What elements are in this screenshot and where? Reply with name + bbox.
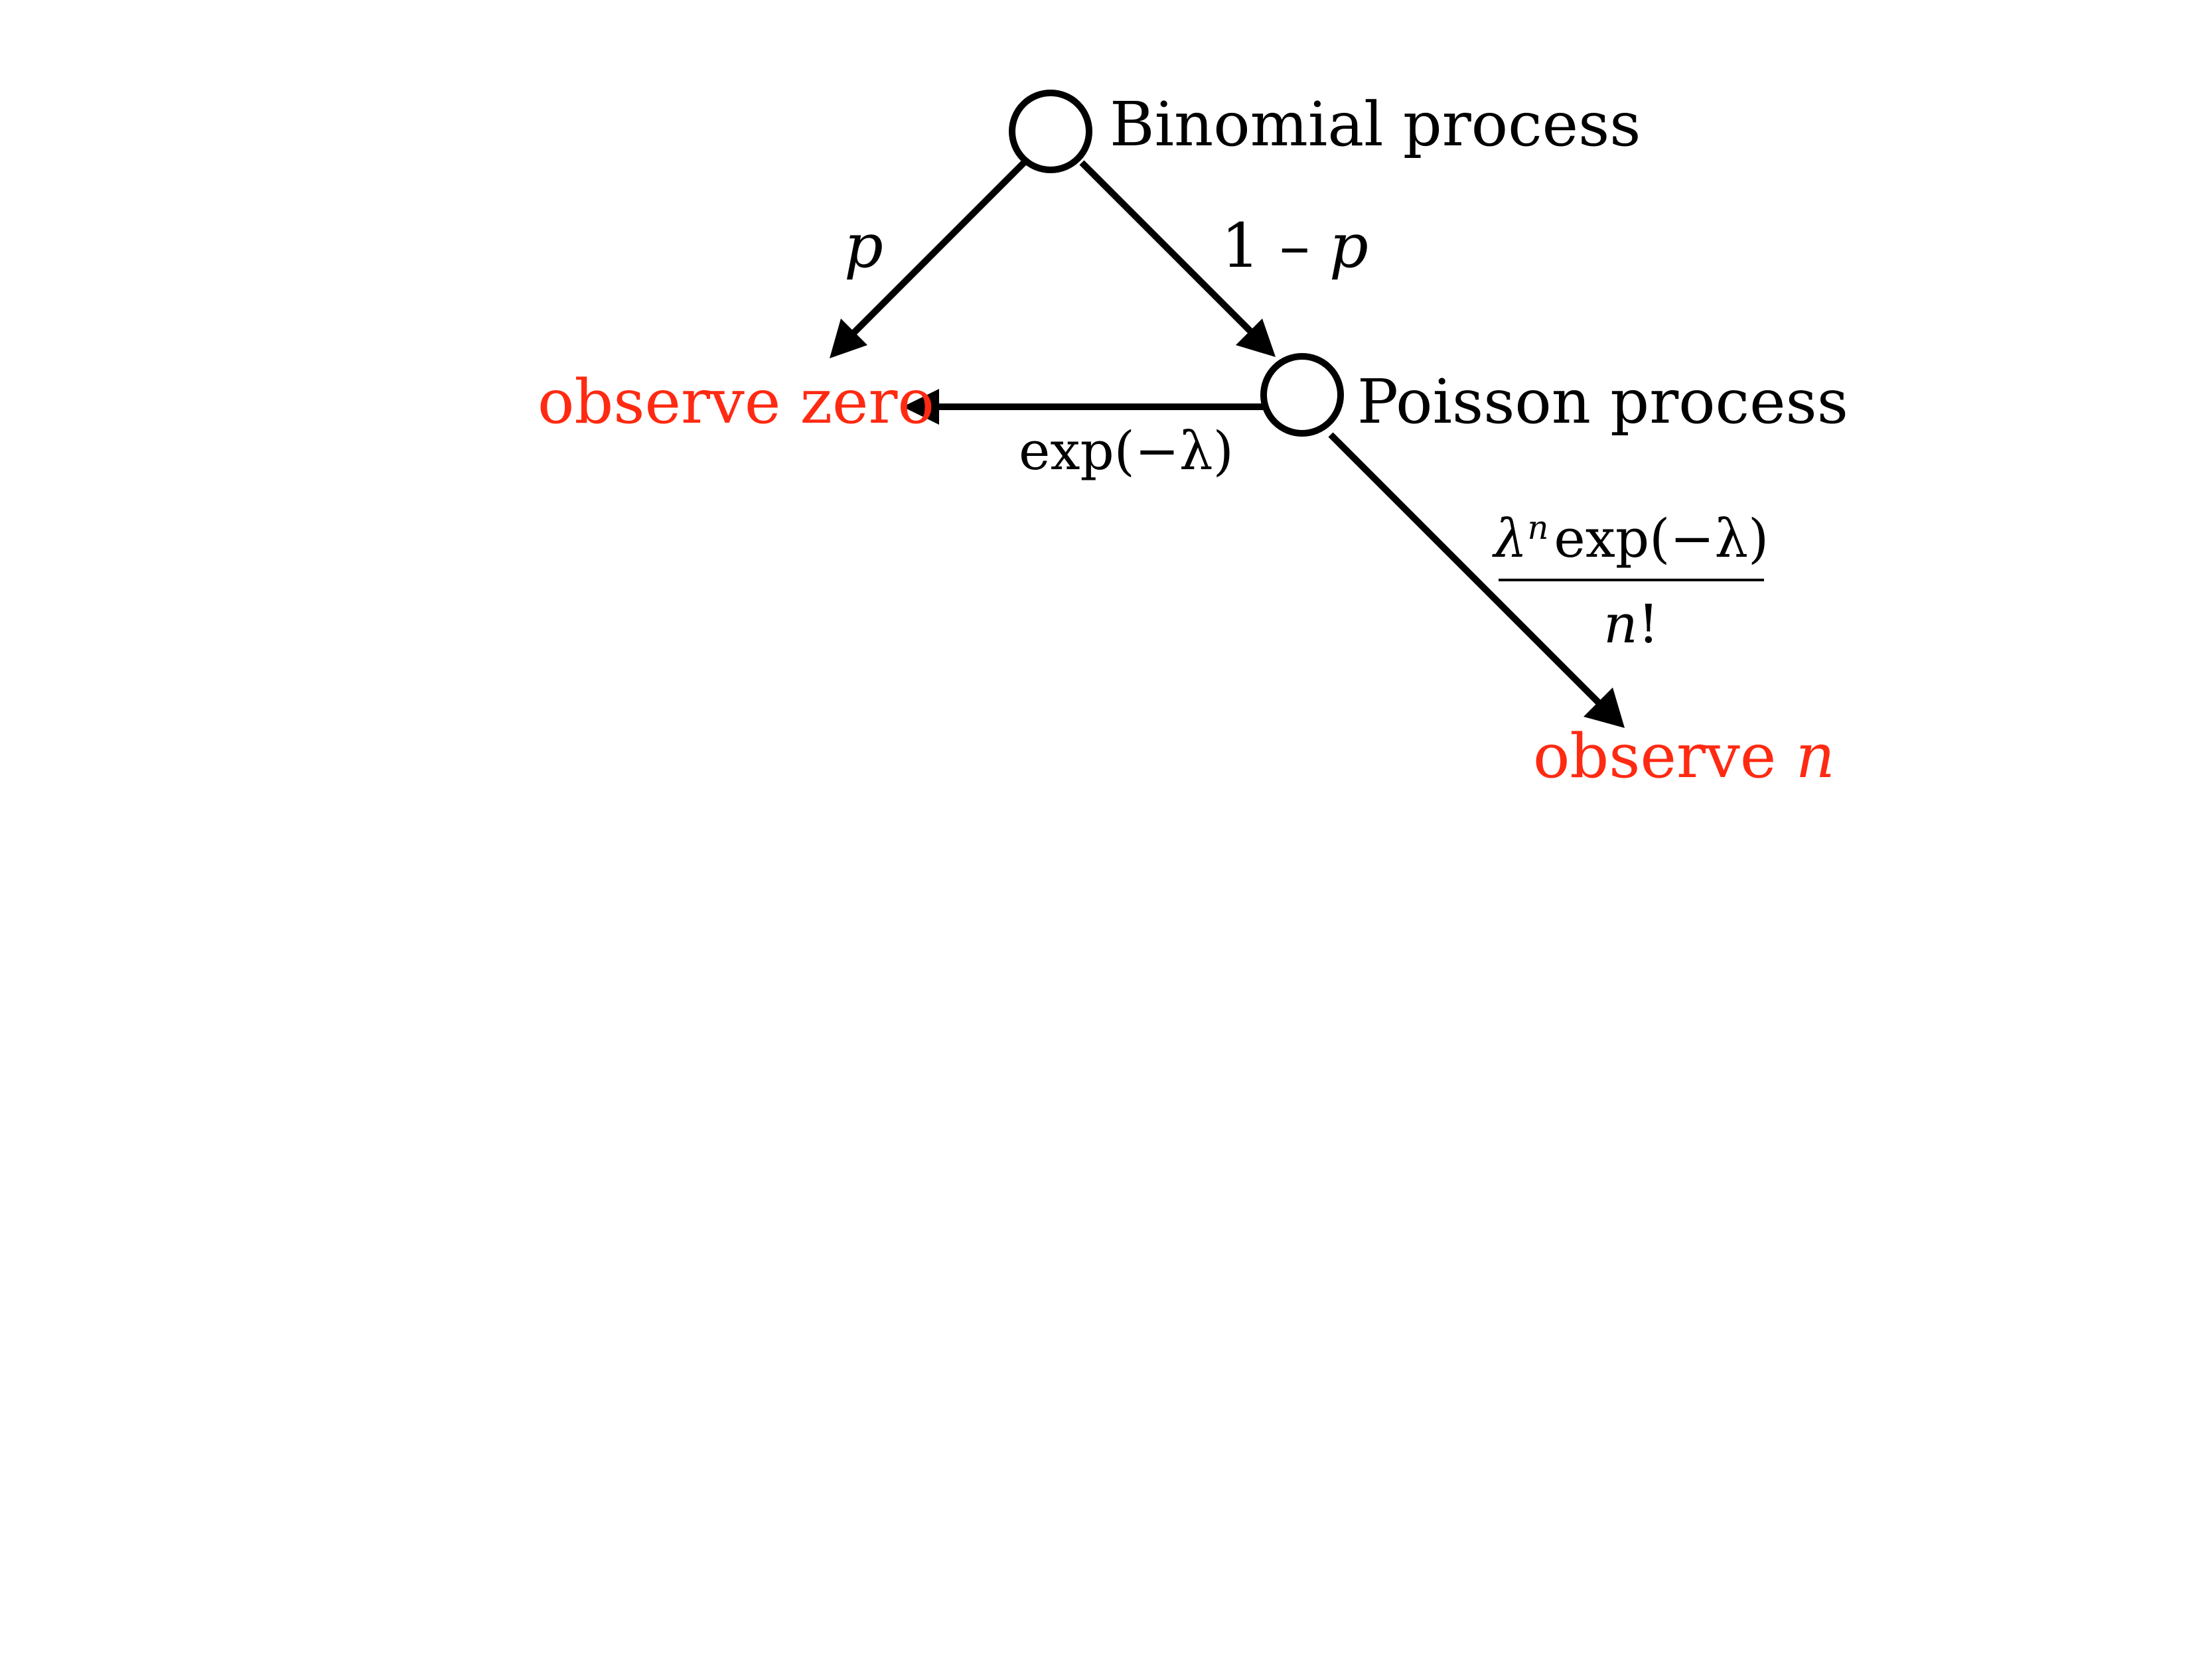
pmf-power-n: n [1527, 508, 1549, 547]
observe-n-variable: n [1795, 721, 1835, 792]
edge-binomial-to-zero [837, 157, 1030, 350]
observe-zero-label: observe zero [538, 366, 934, 437]
observe-n-label: observe n [1533, 726, 1835, 787]
one-minus-p-number: 1 [1221, 210, 1260, 281]
edge-label-p: p [844, 210, 883, 281]
arrowhead-zero-from-poisson [903, 389, 939, 425]
fraction-bar [1499, 579, 1764, 581]
node-binomial-process [1009, 90, 1092, 173]
edge-poisson-to-n [1328, 432, 1612, 716]
pmf-denominator: n! [1603, 593, 1659, 655]
edge-label-exp-minus-lambda: exp(−λ) [1019, 420, 1234, 482]
pmf-exp: exp(−λ) [1554, 508, 1769, 569]
observe-n-prefix: observe [1533, 721, 1777, 792]
one-minus-p-variable: p [1329, 210, 1368, 281]
arrowhead-n-from-poisson [1584, 687, 1625, 728]
poisson-process-label: Poisson process [1357, 366, 1848, 437]
pmf-factorial: ! [1637, 593, 1659, 655]
binomial-process-label: Binomial process [1110, 89, 1641, 160]
pmf-lambda: λ [1493, 508, 1528, 569]
arrowhead-poisson-from-binomial [1236, 319, 1276, 357]
one-minus-p-minus: – [1279, 210, 1310, 281]
pmf-denominator-n: n [1603, 593, 1638, 655]
node-poisson-process [1260, 353, 1344, 437]
edge-label-one-minus-p: 1 – p [1221, 216, 1368, 277]
arrowhead-zero-from-binomial [830, 319, 867, 358]
edge-binomial-to-poisson [1079, 160, 1267, 348]
